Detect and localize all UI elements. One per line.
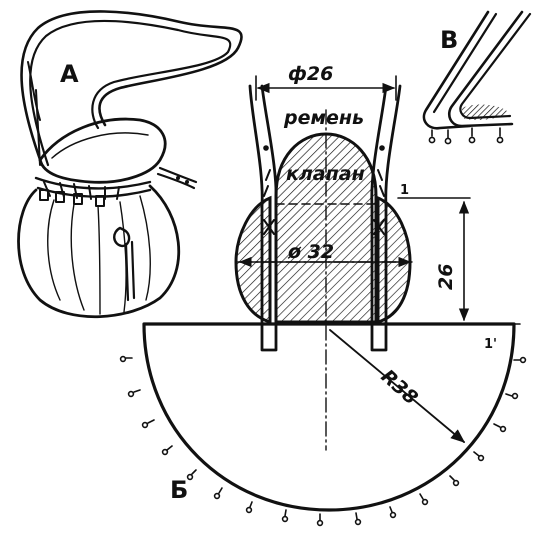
label-flap: клапан [286, 163, 365, 185]
pattern-half-disc [142, 322, 516, 512]
shoulder-strap [20, 10, 243, 167]
pouch-body [17, 184, 181, 319]
label-diameter-top: ф26 [288, 63, 333, 85]
view-v-seam-detail [422, 10, 532, 145]
label-view-v: В [440, 26, 458, 54]
label-radius: R38 [377, 365, 422, 409]
belt-straps [248, 84, 402, 352]
pattern-body-circle [234, 195, 272, 325]
pouch-flap [38, 117, 167, 184]
label-belt: ремень [283, 107, 364, 129]
view-b-pattern [119, 75, 527, 527]
label-marker-upper: 1 [400, 183, 409, 198]
stitch-marks [119, 355, 527, 527]
label-marker-lower: 1' [484, 337, 497, 352]
label-height: 26 [435, 264, 457, 290]
label-diameter-body: ø 32 [287, 241, 334, 263]
view-a-pouch-illustration [17, 10, 243, 319]
label-view-a: А [60, 60, 79, 88]
label-view-b: Б [170, 476, 188, 504]
